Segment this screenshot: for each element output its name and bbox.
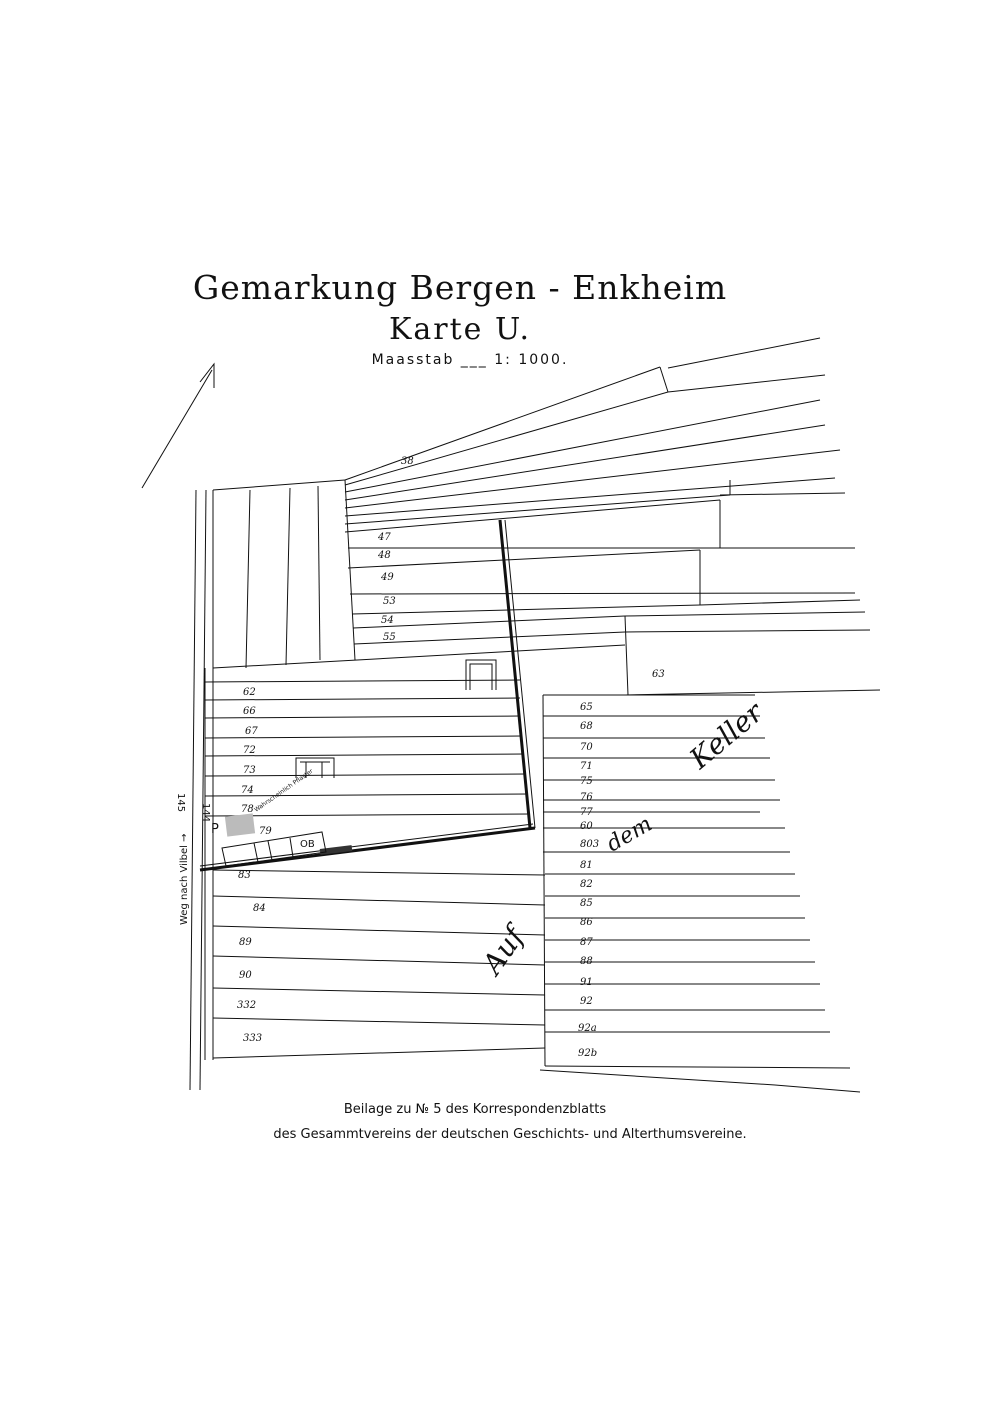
parcel-70: 70: [580, 742, 593, 753]
parcel-333: 333: [243, 1033, 262, 1044]
parcel-81: 81: [580, 860, 593, 871]
pavement-note: Wahrscheinlich Pflaster: [253, 767, 315, 813]
parcel-77: 77: [580, 807, 593, 818]
building-north: [465, 659, 497, 690]
parcel-78: 78: [241, 804, 254, 815]
field-name-keller: Keller: [683, 695, 771, 776]
parcel-38: 38: [401, 456, 414, 467]
parcel-79: 79: [259, 826, 272, 837]
parcel-82: 82: [580, 879, 593, 890]
road-number-144: 144: [200, 803, 211, 822]
parcel-68: 68: [580, 721, 593, 732]
road-number-145: 145: [175, 793, 186, 812]
parcel-53: 53: [383, 596, 396, 607]
parcel-47: 47: [377, 532, 391, 543]
road-vilbel: [189, 489, 214, 1091]
parcel-83: 83: [238, 870, 251, 881]
parcel-86: 86: [580, 917, 593, 928]
parcel-54: 54: [381, 615, 394, 626]
parcel-48: 48: [377, 550, 391, 561]
wall-line: [199, 519, 536, 872]
parcel-75: 75: [580, 776, 593, 787]
map-scale: Maasstab ___ 1: 1000.: [371, 352, 569, 368]
lower-left-parcel-block: [204, 679, 546, 1059]
parcel-72: 72: [243, 745, 256, 756]
parcel-85: 85: [580, 898, 593, 909]
pavement-hatching: [224, 813, 256, 837]
parcel-49: 49: [380, 572, 394, 583]
building-ob: [221, 831, 327, 867]
parcel-71: 71: [580, 761, 593, 772]
footer-line-2: des Gesammtvereins der deutschen Geschic…: [273, 1127, 747, 1142]
parcel-63: 63: [652, 669, 665, 680]
parcel-88: 88: [580, 956, 593, 967]
parcel-76: 76: [580, 792, 593, 803]
parcel-66: 66: [243, 706, 256, 717]
parcel-67: 67: [245, 726, 258, 737]
parcel-73: 73: [243, 765, 256, 776]
north-arrow-icon: [141, 362, 215, 489]
mark-ob: OB: [300, 839, 315, 850]
mark-p: P: [211, 822, 219, 837]
parcel-332: 332: [237, 1000, 256, 1011]
road-label: Weg nach Vilbel →: [179, 834, 190, 925]
parcel-803: 803: [580, 839, 599, 850]
parcel-62: 62: [243, 687, 256, 698]
parcel-89: 89: [239, 937, 252, 948]
upper-parcel-block: [204, 337, 871, 1060]
field-name-auf: Auf: [474, 917, 533, 982]
parcel-90: 90: [239, 970, 252, 981]
parcel-92b: 92b: [578, 1048, 597, 1059]
map-subtitle: Karte U.: [388, 312, 532, 347]
building-middle: [295, 757, 335, 778]
parcel-91: 91: [580, 977, 593, 988]
field-name-dem: dem: [603, 812, 657, 858]
right-parcel-block: [539, 689, 881, 1093]
parcel-92a: 92a: [578, 1023, 597, 1034]
map-title: Gemarkung Bergen - Enkheim: [192, 268, 728, 307]
parcel-74: 74: [241, 785, 254, 796]
parcel-87: 87: [580, 937, 593, 948]
footer-line-1: Beilage zu № 5 des Korrespondenzblatts: [343, 1102, 607, 1117]
parcel-60: 60: [580, 821, 593, 832]
parcel-65: 65: [580, 702, 593, 713]
parcel-55: 55: [383, 632, 396, 643]
parcel-92: 92: [580, 996, 593, 1007]
parcel-84: 84: [253, 903, 266, 914]
